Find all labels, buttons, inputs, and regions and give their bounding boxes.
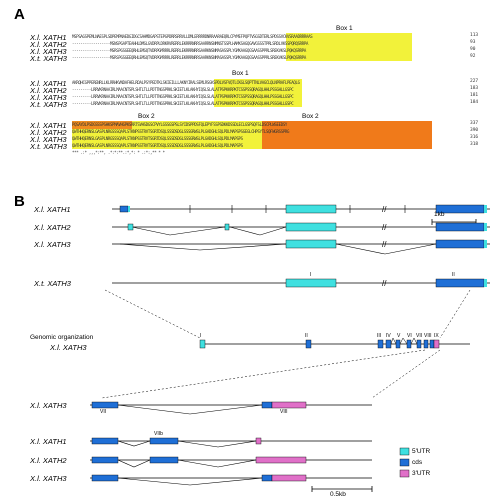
zoom-exon-VIIb: VIIb <box>154 431 163 437</box>
align1-row3-seq: ------------------MSRSPGSGEEQRHLEMGQTVDR… <box>72 48 307 53</box>
align1-row2-num: 93 <box>470 40 476 45</box>
genomic-exon-I: I <box>200 333 202 339</box>
align3-consensus: *** .:* ,,,*:**, .*:*:**.:*,*: * .:*:,**… <box>72 150 165 155</box>
legend-swatch-3utr <box>399 469 410 478</box>
svg-text://: // <box>382 223 387 232</box>
zoom-xl-xath3 <box>90 401 372 415</box>
svg-text://: // <box>382 240 387 249</box>
align2-row4-name: X.t. XATH3 <box>30 100 67 109</box>
genomic-exon-V: V <box>397 333 401 339</box>
align3-row2-name: X.l. XATH2 <box>30 128 67 137</box>
genomic-organization-track <box>199 337 470 349</box>
genomic-org-title: Genomic organization <box>30 334 94 341</box>
align3-row4-name: X.t. XATH3 <box>30 142 67 151</box>
label-xl-xath3: X.l. XATH3 <box>34 240 71 249</box>
box2-orange-left <box>72 121 132 129</box>
gene-xt-xath3: // <box>112 278 490 288</box>
zoom-exon-VIII: VIII <box>280 409 288 415</box>
align1-row4-num: 92 <box>470 54 476 59</box>
panel-a-label: A <box>14 6 25 23</box>
zoom-xl-xath2 <box>90 456 372 468</box>
align1-row2-seq: ------------------MSNSPGAPTEAHHLDMGLGVDR… <box>72 41 309 46</box>
align2-row1-seq: AKRQHCGPPERENRLLKLRRHKVNDAFHELRDALPSYPED… <box>72 80 300 85</box>
align1-row4-seq: ------------------MSRSPGSGEEQRHLEMGQTVDR… <box>72 55 307 60</box>
align3-row1-name: X.l. XATH1 <box>30 121 67 130</box>
legend-label-5utr: 5'UTR <box>412 448 431 455</box>
align2-row1-name: X.l. XATH1 <box>30 79 67 88</box>
align3-row3-num: 316 <box>470 135 479 140</box>
align2-row2-num: 183 <box>470 86 479 91</box>
align3-row2-seq: QWTHHQERNSLGASPLNRGSSSQAPLSTKNPSSTRVTSGR… <box>72 129 290 134</box>
align2-row3-num: 181 <box>470 93 479 98</box>
align1-row3-num: 90 <box>470 47 476 52</box>
align2-row1-num: 227 <box>470 79 479 84</box>
svg-text://: // <box>382 205 387 214</box>
align1-row4-name: X.t. XATH3 <box>30 54 67 63</box>
scale-05kb-label: 0.5kb <box>330 491 346 498</box>
align3-row4-num: 318 <box>470 142 479 147</box>
zoom-label-xl-xath1: X.l. XATH1 <box>30 437 67 446</box>
legend-label-cds: cds <box>412 459 423 466</box>
genomic-org-sub: X.l. XATH3 <box>50 343 87 352</box>
zoom-exon-VII: VII <box>100 409 107 415</box>
exon-label-I-top: I <box>310 272 312 278</box>
genomic-exon-II: II <box>305 333 308 339</box>
align1-row3-name: X.l. XATH3 <box>30 47 67 56</box>
box2-label-left: Box 2 <box>138 113 155 120</box>
align2-row3-seq: ---------LRRVKRNAAIRLMAACNTSPLSHTLTLLPDT… <box>72 94 294 99</box>
align3-row1-num: 337 <box>470 121 479 126</box>
scale-1kb-label: 1kb <box>434 211 445 218</box>
box2-orange-right <box>262 121 432 149</box>
box1-highlight-top <box>286 33 412 61</box>
box1-highlight-mid <box>214 79 302 107</box>
genomic-exon-III: III <box>377 333 382 339</box>
genomic-exon-VII: VII <box>416 333 423 339</box>
align2-row4-num: 184 <box>470 100 479 105</box>
align2-row2-seq: ---------LRRVKRNAAIRLMAACNTSPLSHTLTLLPDT… <box>72 87 294 92</box>
align1-row1-name: X.l. XATH1 <box>30 33 67 42</box>
zoom-label-xl-xath3-bottom: X.l. XATH3 <box>30 474 67 483</box>
gene-xl-xath3: // <box>112 239 490 255</box>
genomic-exon-IX: IX <box>434 333 439 339</box>
align2-row2-name: X.l. XATH2 <box>30 86 67 95</box>
box1-label-mid: Box 1 <box>232 70 249 77</box>
legend-swatch-5utr <box>399 447 410 456</box>
align1-row1-num: 113 <box>470 33 479 38</box>
zoom-label-xl-xath3: X.l. XATH3 <box>30 401 67 410</box>
box1-label-top: Box 1 <box>336 25 353 32</box>
exon-label-II-top: II <box>452 272 455 278</box>
label-xl-xath1: X.l. XATH1 <box>34 205 71 214</box>
zoom-label-xl-xath2: X.l. XATH2 <box>30 456 67 465</box>
genomic-exon-IV: IV <box>386 333 391 339</box>
align3-row4-seq: QWTHHQERNSLGASPLNRGSSSQAPLSTKNPSSTRVTSGR… <box>72 143 243 148</box>
align1-row2-name: X.l. XATH2 <box>30 40 67 49</box>
label-xl-xath2: X.l. XATH2 <box>34 223 71 232</box>
zoom-xl-xath1 <box>90 437 372 448</box>
zoom-xl-xath3-bottom <box>90 474 372 486</box>
box2-label-right: Box 2 <box>302 113 319 120</box>
align3-row3-seq: QWTHHQERNSLGASPLNRGSSSQAPLSTKNPSSTRVTSGR… <box>72 136 243 141</box>
align2-row3-name: X.l. XATH3 <box>30 93 67 102</box>
label-xt-xath3: X.t. XATH3 <box>34 279 71 288</box>
genomic-exon-VI: VI <box>407 333 412 339</box>
gene-xl-xath1: // <box>112 204 490 214</box>
panel-b-label: B <box>14 193 25 210</box>
align3-row3-name: X.l. XATH3 <box>30 135 67 144</box>
legend-swatch-cds <box>399 458 410 467</box>
gene-xl-xath2: // <box>112 222 490 236</box>
align3-row2-num: 390 <box>470 128 479 133</box>
genomic-exon-VIII: VIII <box>424 333 432 339</box>
align2-row4-seq: ---------LRRVKRNAAIRLMAACNTSPLSHTLTLLPDT… <box>72 101 294 106</box>
align1-row1-seq: MSPSAGSPEMLNAESPLSDPEMPNAEDGIDGCSAHMDGAP… <box>72 34 313 39</box>
svg-text://: // <box>382 279 387 288</box>
align3-row1-seq: PQSAYDLPSDGSSSPSHKSPMAVHGPKSRRTSVHSDGSCP… <box>72 122 288 127</box>
legend-label-3utr: 3'UTR <box>412 470 431 477</box>
